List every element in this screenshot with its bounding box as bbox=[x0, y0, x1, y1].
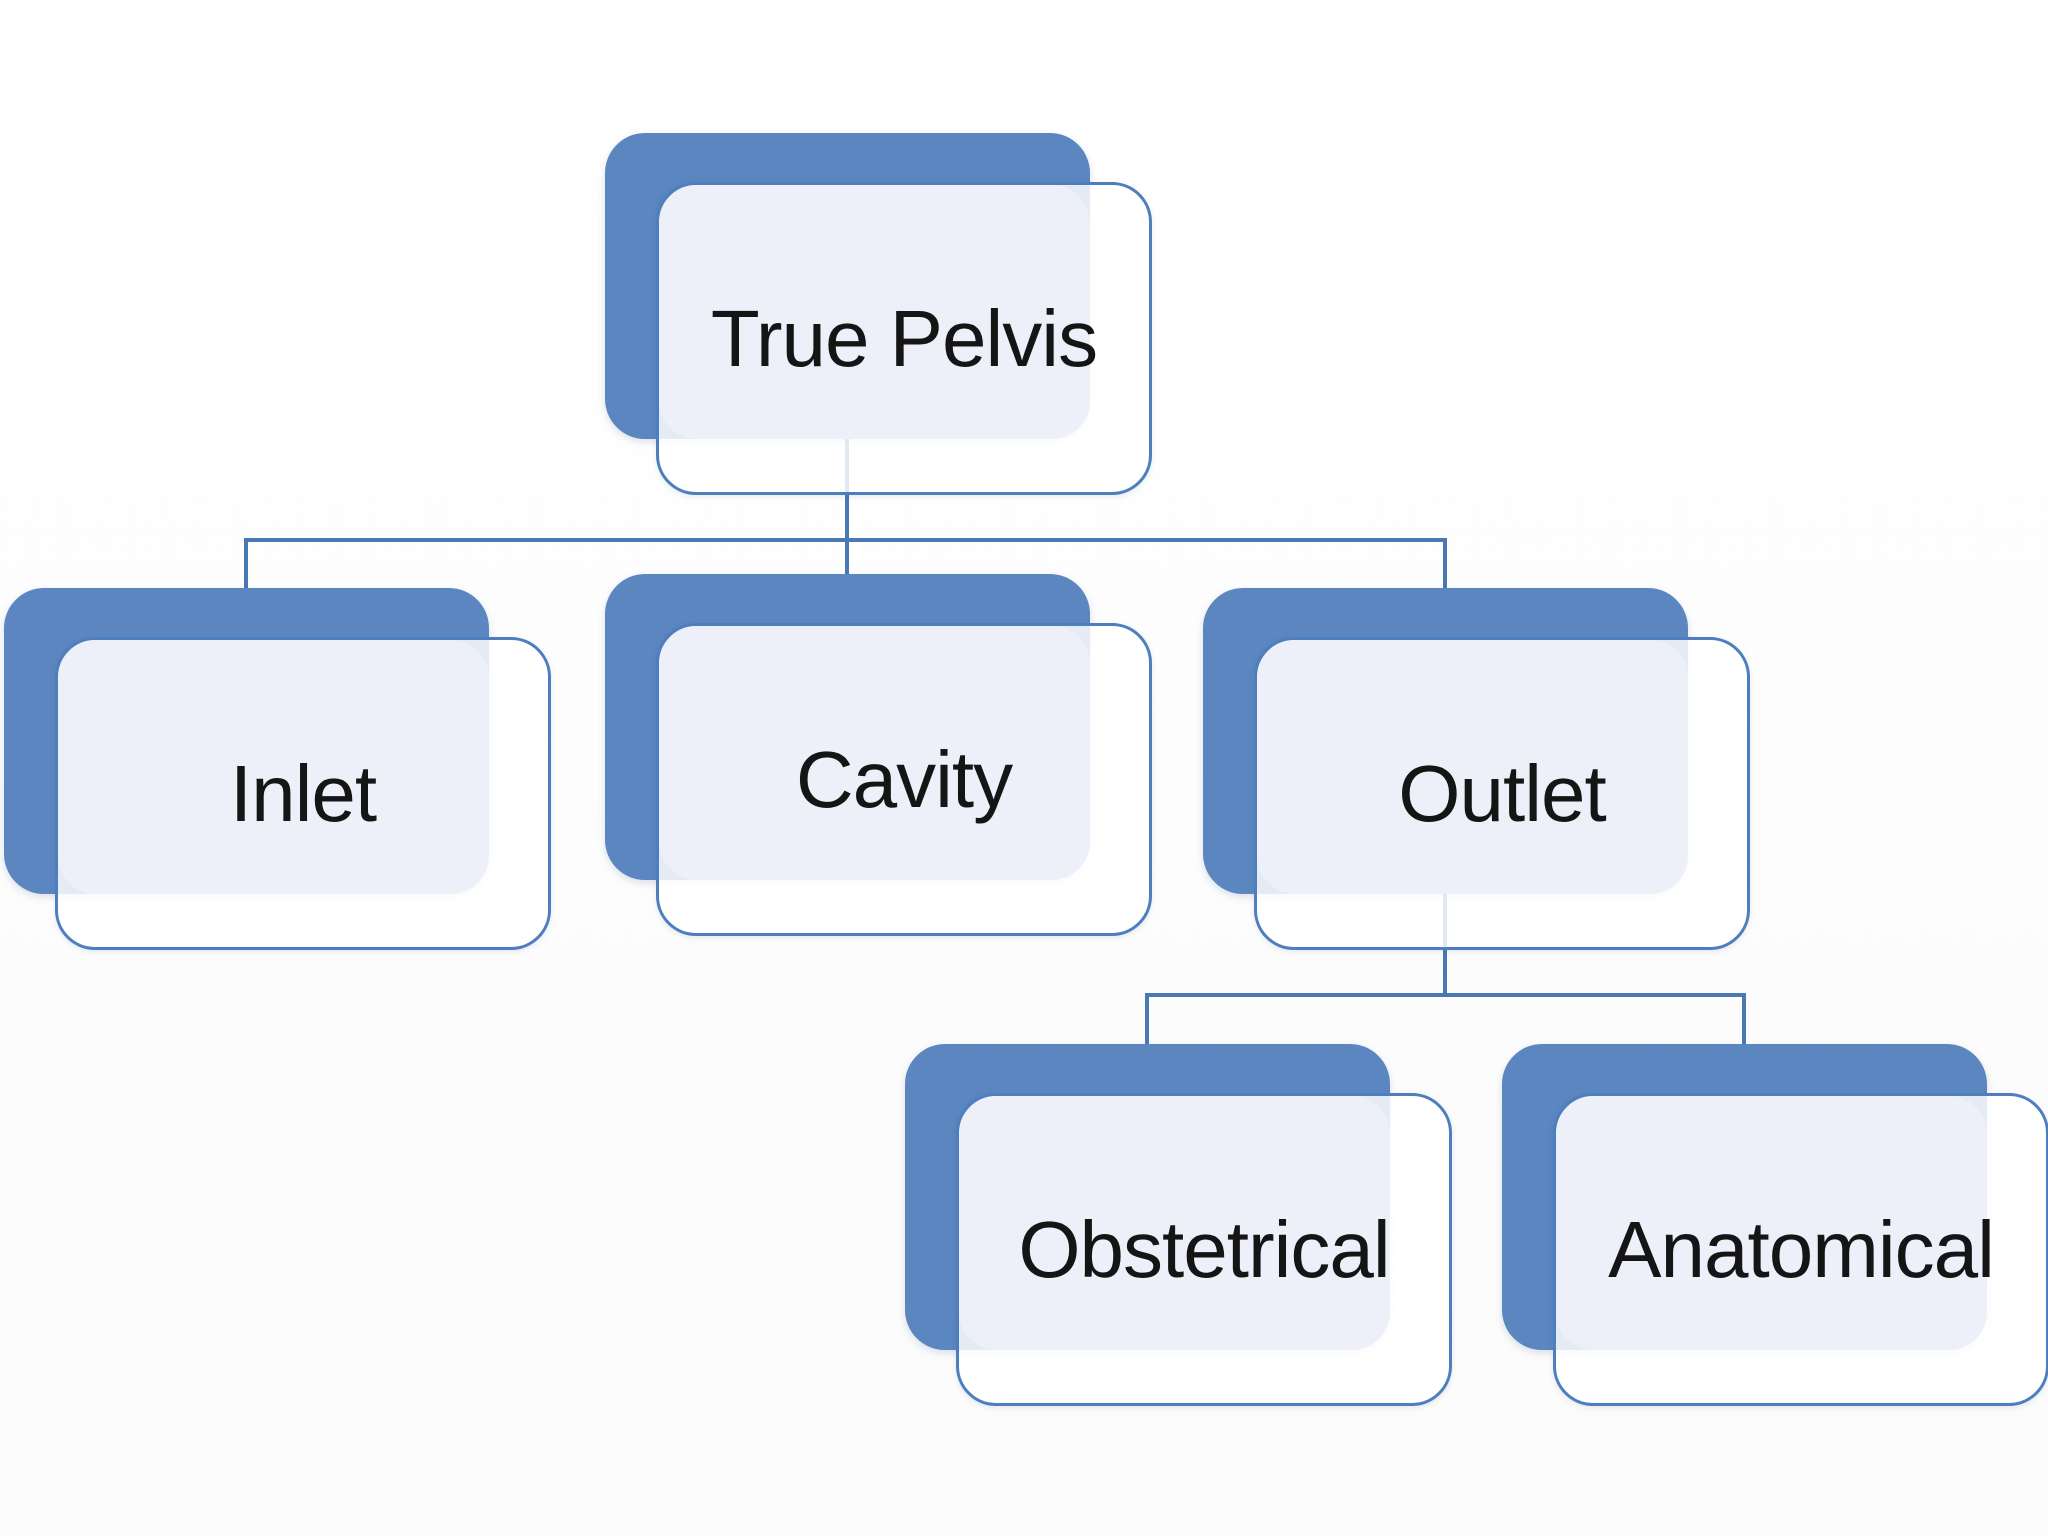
node-label: Cavity bbox=[795, 734, 1013, 824]
node-obstetrical: Obstetrical bbox=[905, 1044, 1454, 1406]
connector-drop-cavity bbox=[845, 538, 849, 580]
connector-drop-outlet bbox=[1443, 538, 1447, 594]
node-inner-fill bbox=[659, 626, 1090, 880]
connector-drop-obstetrical bbox=[1145, 993, 1149, 1048]
node-front-panel: Obstetrical bbox=[956, 1093, 1452, 1406]
connector-drop-anatomical bbox=[1742, 993, 1746, 1048]
connector-level2-crossbar bbox=[1145, 993, 1746, 997]
node-front-panel: Cavity bbox=[656, 623, 1152, 936]
node-front-panel: Outlet bbox=[1254, 637, 1750, 950]
node-anatomical: Anatomical bbox=[1502, 1044, 2048, 1406]
node-inner-fill bbox=[1556, 1096, 1987, 1350]
node-outlet: Outlet bbox=[1203, 588, 1752, 950]
node-true-pelvis: True Pelvis bbox=[605, 133, 1154, 495]
node-front-panel: Anatomical bbox=[1553, 1093, 2048, 1406]
node-label: True Pelvis bbox=[710, 293, 1098, 383]
node-label: Inlet bbox=[229, 748, 377, 838]
node-front-panel: Inlet bbox=[55, 637, 551, 950]
connector-drop-inlet bbox=[244, 538, 248, 594]
node-front-panel: True Pelvis bbox=[656, 182, 1152, 495]
node-label: Outlet bbox=[1398, 748, 1606, 838]
node-label: Anatomical bbox=[1608, 1204, 1995, 1294]
node-inner-fill bbox=[959, 1096, 1390, 1350]
node-inner-fill bbox=[58, 640, 489, 894]
node-label: Obstetrical bbox=[1018, 1204, 1390, 1294]
node-inner-fill bbox=[659, 185, 1090, 439]
node-cavity: Cavity bbox=[605, 574, 1154, 936]
node-inner-fill bbox=[1257, 640, 1688, 894]
node-inlet: Inlet bbox=[4, 588, 553, 950]
